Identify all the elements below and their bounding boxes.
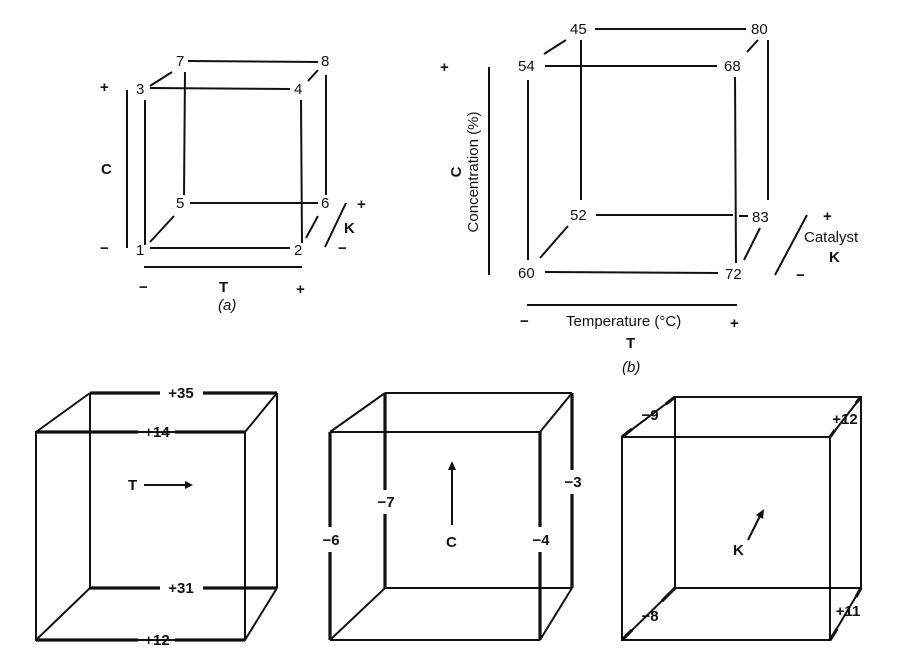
catalyst-label: Catalyst xyxy=(804,229,859,246)
vertex-7: 7 xyxy=(176,53,184,70)
k-edge-top-right: +12 xyxy=(832,411,857,428)
panel-a-cube xyxy=(126,60,347,268)
c-effect-cube xyxy=(328,392,574,641)
temperature-label: Temperature (°C) xyxy=(566,313,681,330)
c-edge-back-right: −3 xyxy=(564,474,581,491)
caption-a: (a) xyxy=(218,297,236,314)
vertex-8: 8 xyxy=(321,53,329,70)
vertex-6: 6 xyxy=(321,195,329,212)
t-letter-b: T xyxy=(626,335,635,352)
vertex-4: 4 xyxy=(294,81,302,98)
k-effect-cube xyxy=(620,395,863,642)
value-72: 72 xyxy=(725,266,742,283)
c-edge-front-right: −4 xyxy=(532,532,550,549)
c-letter-b: C xyxy=(448,166,465,177)
value-68: 68 xyxy=(724,58,741,75)
k-edge-bottom-left: −8 xyxy=(641,608,658,625)
c-edge-back-left: −7 xyxy=(377,494,394,511)
panel-b-cube xyxy=(488,28,808,306)
k-edge-bottom-right: +11 xyxy=(836,603,861,620)
t-label: T xyxy=(219,279,228,296)
c-label: C xyxy=(101,161,112,178)
k-arrow-label: K xyxy=(733,542,744,559)
vertex-3: 3 xyxy=(136,81,144,98)
k-plus: + xyxy=(357,196,366,213)
concentration-label: Concentration (%) xyxy=(465,112,482,233)
value-54: 54 xyxy=(518,58,535,75)
value-83: 83 xyxy=(752,209,769,226)
value-60: 60 xyxy=(518,265,535,282)
vertex-1: 1 xyxy=(136,242,144,259)
vertex-5: 5 xyxy=(176,195,184,212)
c-plus-b: + xyxy=(440,59,449,76)
caption-b: (b) xyxy=(622,359,640,376)
value-80: 80 xyxy=(751,21,768,38)
k-edge-top-left: −9 xyxy=(641,407,658,424)
c-minus: − xyxy=(100,240,109,257)
t-minus-b: − xyxy=(520,313,529,330)
t-edge-top-front: +14 xyxy=(144,424,170,441)
k-letter-b: K xyxy=(829,249,840,266)
t-minus: − xyxy=(139,279,148,296)
t-arrow-label: T xyxy=(128,477,137,494)
t-edge-bottom-front: +12 xyxy=(144,632,169,649)
value-52: 52 xyxy=(570,207,587,224)
t-effect-cube xyxy=(35,391,278,642)
c-arrow-label: C xyxy=(446,534,457,551)
c-plus: + xyxy=(100,79,109,96)
k-plus-b: + xyxy=(823,208,832,225)
t-plus-b: + xyxy=(730,315,739,332)
t-edge-bottom-back: +31 xyxy=(168,580,193,597)
value-45: 45 xyxy=(570,21,587,38)
c-edge-front-left: −6 xyxy=(322,532,339,549)
k-minus: − xyxy=(338,240,347,257)
k-minus-b: − xyxy=(796,267,805,284)
k-label: K xyxy=(344,220,355,237)
t-edge-top-back: +35 xyxy=(168,385,193,402)
vertex-2: 2 xyxy=(294,242,302,259)
t-plus: + xyxy=(296,281,305,298)
